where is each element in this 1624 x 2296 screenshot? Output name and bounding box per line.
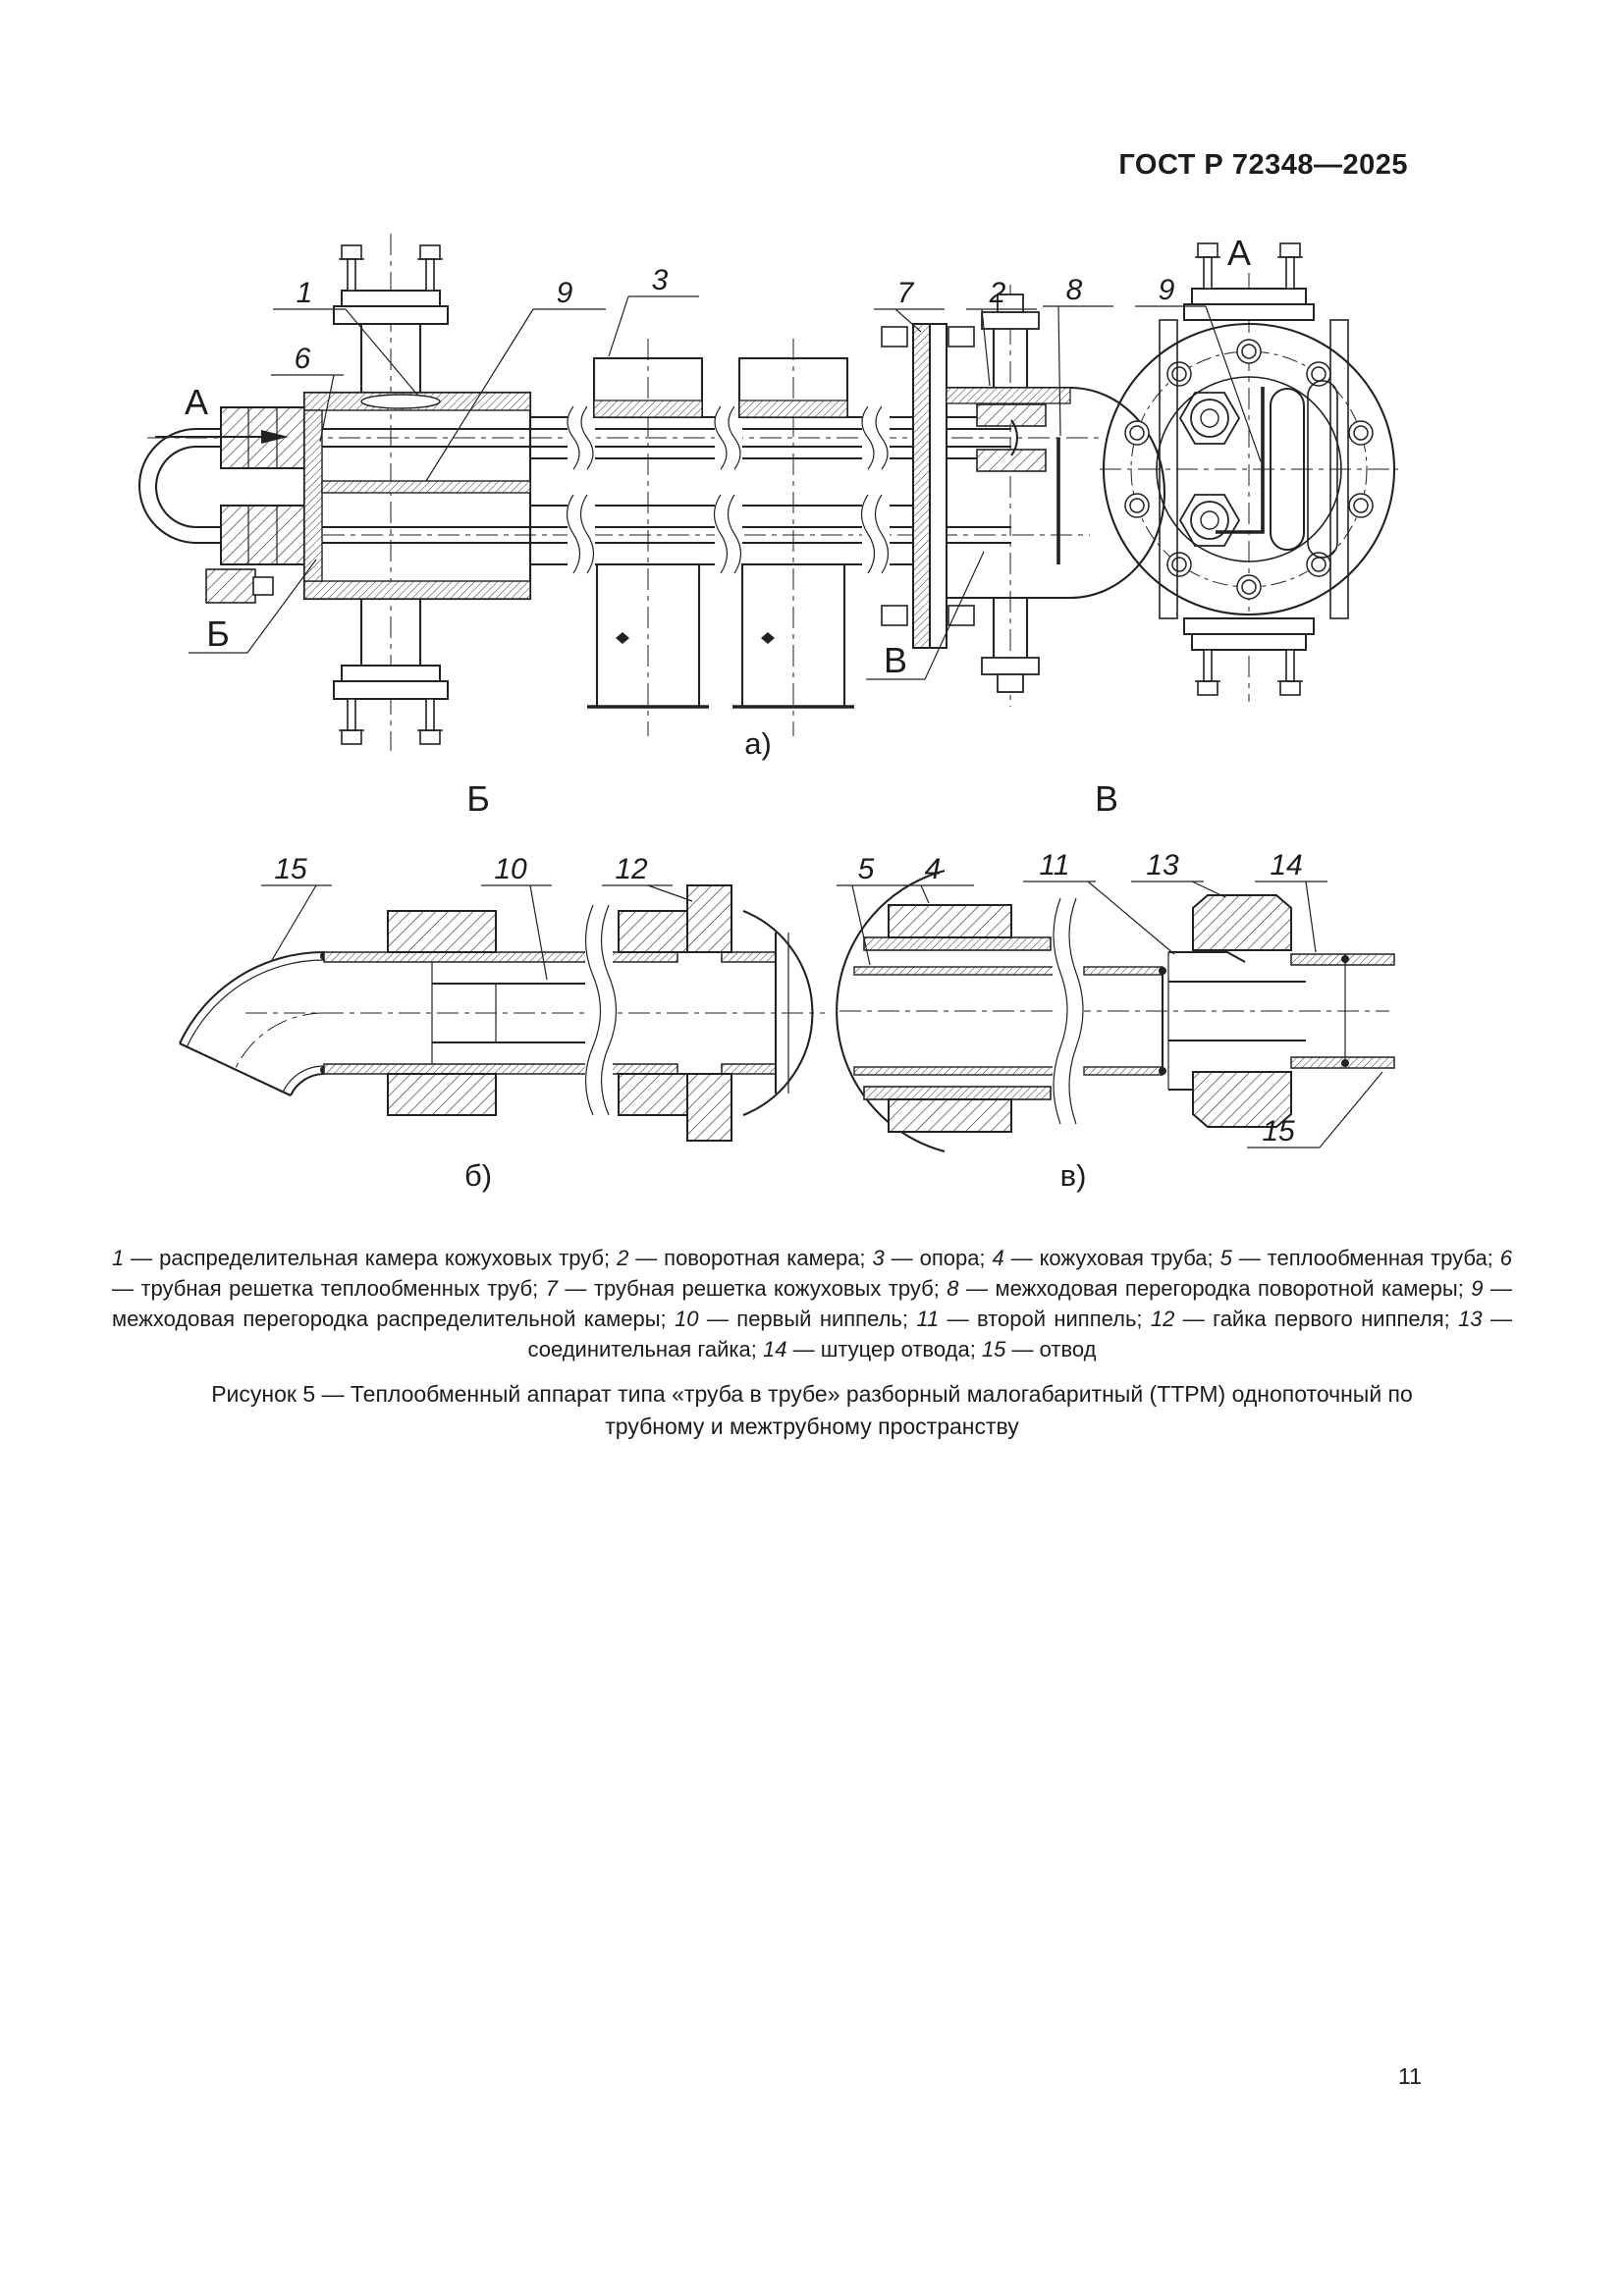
- pipe-break-lines: [566, 405, 890, 574]
- legend-item: 15 — отвод: [981, 1337, 1097, 1362]
- top-nozzle-flange: [333, 244, 449, 393]
- elbow-otvod: [179, 950, 328, 1096]
- callout-9-right: 9: [1159, 274, 1175, 306]
- bolt-circle: [1124, 339, 1374, 600]
- callouts-view-a: 1 6 9 3 7 2 8 9: [271, 264, 1262, 482]
- callout-15-v: 15: [1262, 1115, 1295, 1148]
- legend-item: 13 — соединительная гайка;: [527, 1307, 1512, 1362]
- legend-item: 12 — гайка первого ниппеля;: [1150, 1307, 1459, 1331]
- callout-10: 10: [494, 853, 527, 885]
- view-arrow-A: А: [155, 382, 289, 444]
- callout-13: 13: [1146, 849, 1179, 881]
- rotary-chamber: [881, 294, 1165, 693]
- callouts-view-v: 5 4 11 13 14 15: [837, 849, 1383, 1148]
- callout-15-b: 15: [274, 853, 307, 885]
- standard-designation: ГОСТ Р 72348—2025: [1118, 149, 1408, 181]
- marker-B: Б: [189, 559, 317, 654]
- view-b-label: б): [464, 1158, 492, 1193]
- callout-9-left: 9: [557, 277, 573, 309]
- pipe-b: [323, 951, 678, 1075]
- legend-item: 1 — распределительная камера кожуховых т…: [112, 1246, 618, 1270]
- callout-14: 14: [1270, 849, 1302, 881]
- legend-item: 2 — поворотная камера;: [617, 1246, 873, 1270]
- callout-7: 7: [897, 277, 915, 309]
- view-a-label: а): [744, 726, 772, 761]
- callout-1: 1: [297, 277, 313, 309]
- end-view-A: [1100, 242, 1398, 702]
- nipple-nut-fitting: [1083, 894, 1395, 1128]
- legend-item: 14 — штуцер отвода;: [762, 1337, 982, 1362]
- callout-2: 2: [989, 277, 1006, 309]
- legend-item: 4 — кожуховая труба;: [992, 1246, 1220, 1270]
- callout-3: 3: [652, 264, 669, 296]
- nut-12-assembly: [618, 884, 814, 1142]
- callouts-view-b: 15 10 12: [261, 853, 693, 981]
- view-v-header: В: [1095, 778, 1118, 819]
- page-number: 11: [1398, 2063, 1422, 2089]
- distribution-chamber: [302, 391, 532, 601]
- legend: 1 — распределительная камера кожуховых т…: [112, 1243, 1512, 1364]
- callout-8: 8: [1066, 274, 1083, 306]
- inner-tube: [853, 966, 1081, 1076]
- legend-item: 7 — трубная решетка кожуховых труб;: [545, 1276, 947, 1301]
- view-a-section: А А Б В 1 6 9: [138, 233, 1398, 761]
- shell-pipe: [863, 904, 1052, 1133]
- svg-text:В: В: [884, 640, 907, 680]
- view-v-label: в): [1060, 1158, 1087, 1193]
- marker-A-endview: А: [1227, 233, 1251, 273]
- legend-item: 11 — второй ниппель;: [916, 1307, 1151, 1331]
- svg-text:Б: Б: [206, 614, 230, 654]
- support-2: [732, 356, 854, 709]
- callout-6: 6: [295, 343, 311, 375]
- callout-5: 5: [858, 853, 875, 885]
- callout-11: 11: [1039, 849, 1069, 881]
- legend-item: 8 — межходовая перегородка поворотной ка…: [947, 1276, 1472, 1301]
- marker-A-left: А: [185, 382, 208, 422]
- callout-4: 4: [925, 853, 942, 885]
- legend-item: 3 — опора;: [872, 1246, 993, 1270]
- legend-item: 9 — межходовая перегородка распределител…: [112, 1276, 1512, 1331]
- marker-V: В: [866, 551, 985, 680]
- callout-12: 12: [615, 853, 648, 885]
- view-b-header: Б: [466, 778, 490, 819]
- legend-item: 6 — трубная решетка теплообменных труб;: [112, 1246, 1512, 1301]
- bottom-nozzle-flange: [333, 599, 449, 745]
- engineering-drawing: А А Б В 1 6 9: [138, 233, 1398, 1193]
- nut-left-b: [387, 910, 497, 1116]
- view-b-detail: Б: [179, 778, 825, 1193]
- figure-caption: Рисунок 5 — Теплообменный аппарат типа «…: [211, 1381, 1413, 1439]
- support-1: [587, 356, 709, 709]
- legend-item: 10 — первый ниппель;: [675, 1307, 917, 1331]
- view-v-detail: В: [836, 778, 1395, 1193]
- legend-item: 5 — теплообменная труба;: [1219, 1246, 1500, 1270]
